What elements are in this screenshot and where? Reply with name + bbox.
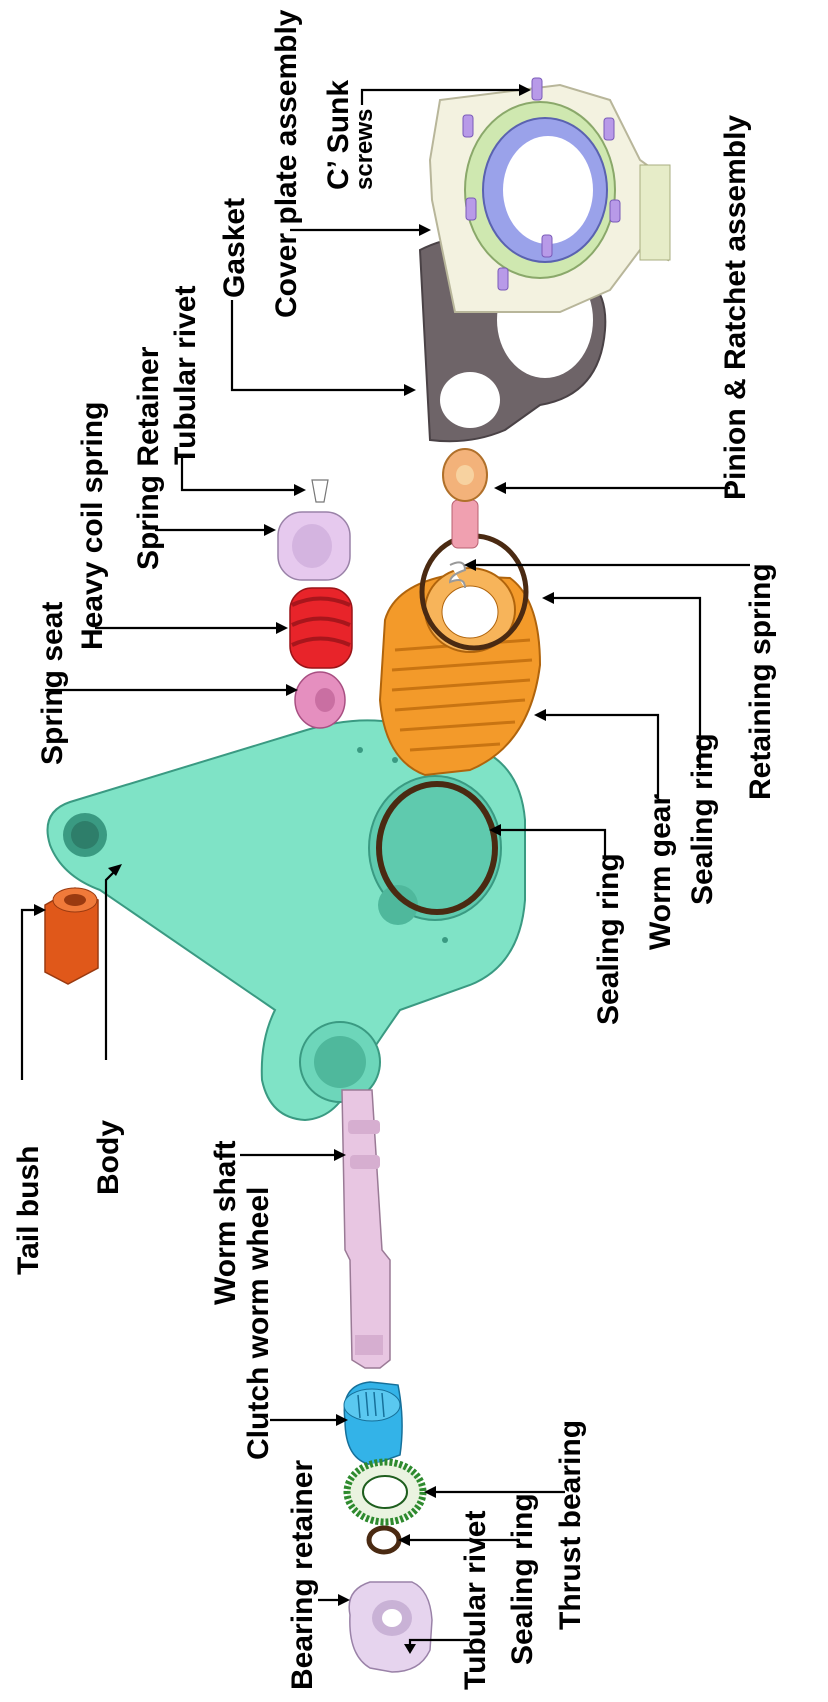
worm-gear-part [380,568,540,775]
sealing-ring-bottom-part [369,1528,399,1552]
label-sealing-ring-right: Sealing ring [686,733,719,905]
label-body: Body [92,1120,125,1195]
tubular-rivet-top-part [312,480,328,502]
label-heavy-coil-spring: Heavy coil spring [76,402,109,650]
label-thrust-bearing: Thrust bearing [554,1420,587,1630]
tail-bush-part [45,888,98,984]
worm-shaft-part [342,1090,390,1368]
label-pinion-ratchet-assembly: Pinion & Ratchet assembly [719,115,752,500]
label-clutch-worm-wheel: Clutch worm wheel [242,1187,275,1460]
label-spring-retainer: Spring Retainer [132,346,165,570]
label-retaining-spring: Retaining spring [744,563,777,800]
label-gasket: Gasket [218,198,251,298]
label-cover-plate-assembly: Cover plate assembly [270,9,303,318]
thrust-bearing-part [347,1462,423,1522]
label-tubular-rivet-bottom: Tubular rivet [459,1511,492,1690]
label-bearing-retainer: Bearing retainer [286,1460,319,1690]
label-tubular-rivet-top: Tubular rivet [169,286,202,465]
bearing-retainer-part [349,1582,432,1672]
pinion-ratchet-part [443,449,487,548]
label-screws: screws [351,109,378,190]
label-tail-bush: Tail bush [12,1146,45,1275]
spring-retainer-part [278,512,350,580]
heavy-coil-spring-part [290,588,352,668]
label-worm-gear: Worm gear [644,794,677,950]
clutch-worm-wheel-part [344,1382,402,1465]
label-worm-shaft: Worm shaft [209,1141,242,1305]
label-sealing-ring-center: Sealing ring [592,853,625,1025]
body-part [48,720,526,1120]
spring-seat-part [295,672,345,728]
label-spring-seat: Spring seat [36,602,69,765]
label-sealing-ring-bottom: Sealing ring [506,1493,539,1665]
